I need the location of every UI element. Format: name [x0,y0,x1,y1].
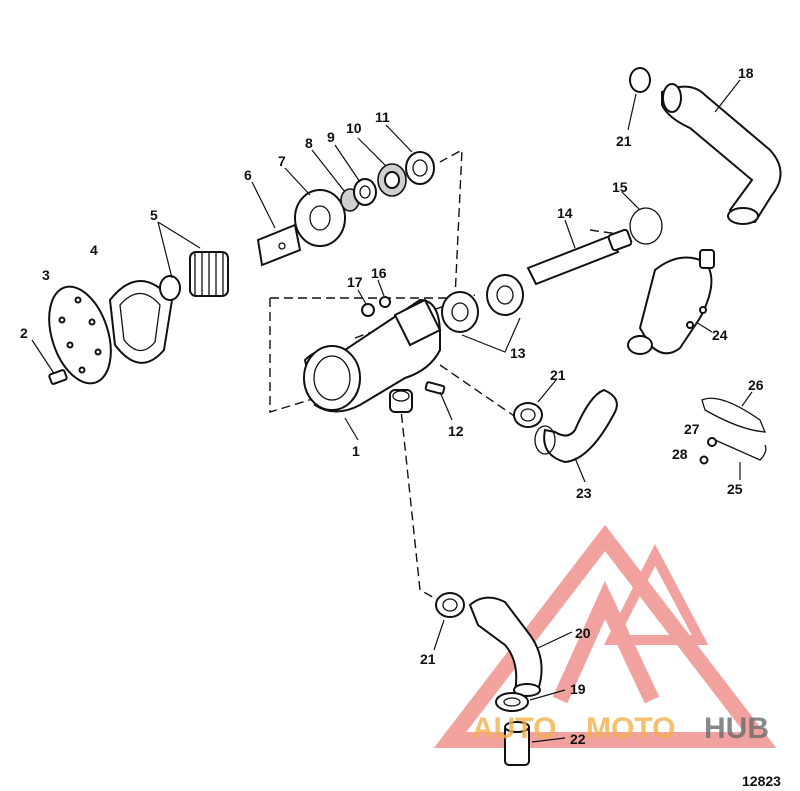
callout-14: 14 [557,205,573,221]
callout-24: 24 [712,327,728,343]
callout-13: 13 [510,345,526,361]
part-9-seal [334,144,377,206]
callout-21-upper: 21 [616,133,632,149]
part-20-hose [468,596,573,697]
callout-12: 12 [448,423,464,439]
part-17-nut [357,289,375,317]
part-22-strainer [504,721,566,766]
callout-26: 26 [748,377,764,393]
callout-1: 1 [352,443,360,459]
part-12-screw [424,381,453,421]
watermark-wordmark: AUTO MOTO HUB [472,712,769,745]
part-1-pump-body [303,298,442,441]
callout-23: 23 [576,485,592,501]
callout-28: 28 [672,446,688,462]
part-23-hose [534,388,618,483]
part-11-washer [385,124,435,185]
part-21-clamp-middle [513,379,557,428]
part-16-nut [377,279,391,308]
watermark-hub: HUB [704,712,769,745]
callout-27: 27 [684,421,700,437]
part-6-wear-plate [251,181,302,267]
part-21-clamp-lower [433,592,465,651]
part-15-ring [621,191,663,245]
part-3-cover-plate [48,285,112,385]
callout-labels: 1 2 3 4 5 6 7 8 9 10 11 12 13 14 15 16 1… [20,65,781,789]
callout-9: 9 [327,129,335,145]
figure-number: 12823 [742,773,781,789]
part-25-bracket [714,439,767,480]
part-10-bushing [357,137,407,197]
part-2-screw [31,339,68,385]
callout-19: 19 [570,681,586,697]
callout-5: 5 [150,207,158,223]
part-13-bearings [441,274,524,353]
callout-16: 16 [371,265,387,281]
callout-6: 6 [244,167,252,183]
callout-4: 4 [90,242,98,258]
part-21-clamp-upper [627,67,651,131]
callout-7: 7 [278,153,286,169]
part-19-clamp [495,689,566,712]
callout-25: 25 [727,481,743,497]
callout-10: 10 [346,120,362,136]
part-18-elbow-hose [661,79,782,225]
callout-21-middle: 21 [550,367,566,383]
part-24-muffler [627,249,715,355]
callout-21-lower: 21 [420,651,436,667]
part-26-strap [701,391,767,433]
callout-15: 15 [612,179,628,195]
part-7-plate [284,167,346,247]
watermark-moto: MOTO [586,712,675,745]
callout-8: 8 [305,135,313,151]
part-4-gasket [108,280,174,364]
part-28-screw [699,455,709,465]
watermark-auto: AUTO [472,712,556,745]
callout-22: 22 [570,731,586,747]
callout-17: 17 [347,274,363,290]
part-27-nut [707,437,717,447]
part-5-impeller [157,221,229,301]
part-14-shaft [526,219,633,286]
callout-3: 3 [42,267,50,283]
callout-11: 11 [375,109,390,125]
callout-2: 2 [20,325,28,341]
callout-20: 20 [575,625,591,641]
callout-18: 18 [738,65,754,81]
